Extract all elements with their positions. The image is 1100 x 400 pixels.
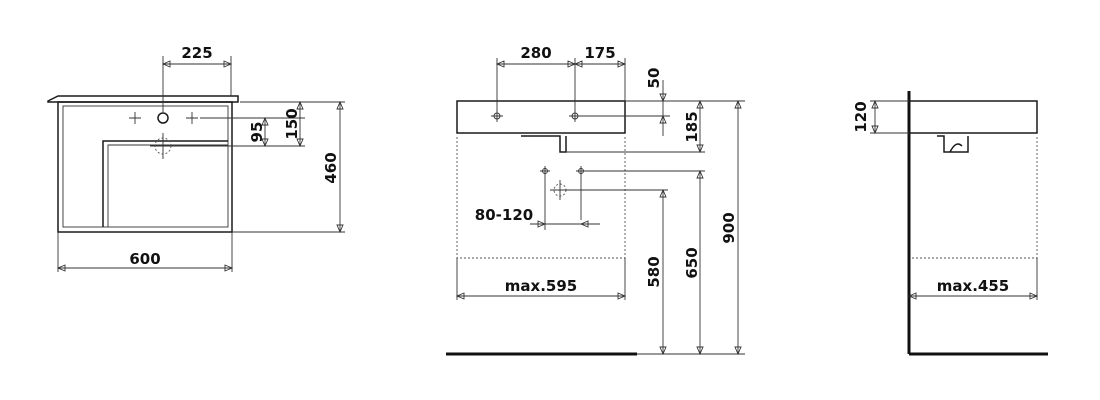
mixer-hole-left-icon — [129, 112, 141, 124]
front-view: 280 175 50 185 80-120 max.595 580 — [446, 44, 745, 356]
side-view-basin — [909, 100, 1038, 134]
dim-depth: 460 — [322, 152, 340, 183]
drain-crosshair — [150, 133, 176, 159]
tap-hole-icon — [157, 112, 169, 124]
dim-tap-depth: 95 — [248, 122, 266, 143]
top-view-bowl-inner — [107, 144, 228, 227]
top-view-bowl — [102, 140, 228, 227]
dim-rim-height: 50 — [645, 68, 663, 89]
dim-max-width: max.595 — [505, 277, 577, 295]
front-view-basin — [456, 100, 626, 134]
top-view-basin-inner — [62, 105, 229, 228]
dim-width: 600 — [129, 250, 160, 268]
dim-side-height: 120 — [852, 101, 870, 132]
mixer-hole-right-icon — [186, 112, 198, 124]
supply-right-icon — [576, 166, 586, 176]
dim-hole-right: 175 — [584, 44, 615, 62]
side-siphon — [937, 135, 969, 153]
dim-supply-height: 650 — [683, 247, 701, 278]
top-view-basin-outline — [57, 101, 233, 233]
top-view: 225 150 95 460 600 — [47, 44, 345, 272]
dim-drain-spacing: 80-120 — [475, 206, 533, 224]
dim-tap-offset: 225 — [181, 44, 212, 62]
dim-drain-height: 580 — [645, 256, 663, 287]
supply-left-icon — [540, 166, 550, 176]
dim-hole-left: 280 — [520, 44, 551, 62]
top-view-rim — [47, 95, 239, 103]
dim-total-height: 900 — [720, 212, 738, 243]
dim-basin-height: 185 — [683, 111, 701, 142]
dim-max-depth: max.455 — [937, 277, 1009, 295]
front-cabinet-outline — [456, 137, 626, 259]
siphon-outlet — [521, 135, 567, 153]
side-cabinet-outline — [911, 137, 1038, 259]
dim-holes-depth: 150 — [283, 108, 301, 139]
side-view: 120 max.455 — [852, 91, 1048, 356]
